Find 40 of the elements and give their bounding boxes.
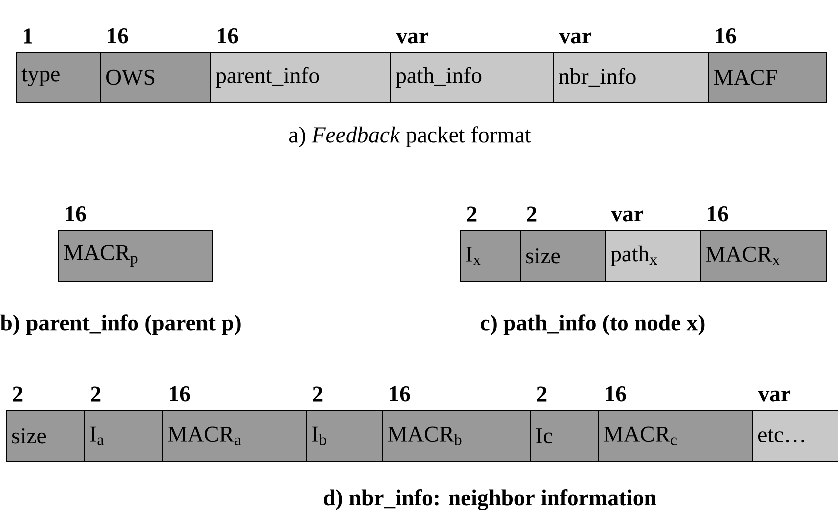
bit-width-label: 16 [108,28,128,44]
bit-width-label: 2 [313,386,323,402]
field-cell: I$_{x}$ [460,230,522,282]
field-cell: etc… [752,410,838,462]
field-cell: MACR$_{a}$ [162,410,308,462]
field-cell: MACF [708,52,828,104]
field-cell: MACR$_{p}$ [58,230,214,282]
field-cell: size [520,230,606,282]
bit-width-label: 2 [91,386,101,402]
bit-width-label: 16 [716,28,736,44]
field-cell: MACR$_{x}$ [700,230,828,282]
field-cell: path_info [390,52,554,104]
bit-width-label: 16 [606,386,626,402]
field-cell: OWS [100,52,212,104]
bit-width-label: 2 [537,386,547,402]
field-cell: I$_{b}$ [306,410,384,462]
bit-width-label: 16 [170,386,190,402]
bit-width-label: 16 [218,28,238,44]
field-cell: I$_{a}$ [84,410,164,462]
caption: d) nbr_info: neighbor information [324,490,656,510]
bit-width-label: var [611,210,644,222]
bit-width-label: 2 [467,206,477,222]
caption: b) parent_info (parent p) [0,314,241,336]
bit-width-label: 16 [708,206,728,222]
field-cell: parent_info [210,52,392,104]
bit-width-label: 16 [390,386,410,402]
field-cell: nbr_info [553,52,710,104]
caption: a) Feedback packet format [290,126,532,148]
caption: c) path_info (to node x) [481,314,705,336]
bit-width-label: 1 [24,28,32,44]
bit-width-label: var [559,32,592,44]
field-cell: Ic [530,410,600,462]
field-cell: size [6,410,86,462]
bit-width-label: var [396,32,429,44]
bit-width-label: 2 [527,206,537,222]
bit-width-label: var [758,390,791,402]
field-cell: path$_{x}$ [605,230,702,282]
bit-width-label: 2 [13,386,23,402]
field-cell: type [16,52,102,104]
bit-width-label: 16 [66,206,86,222]
